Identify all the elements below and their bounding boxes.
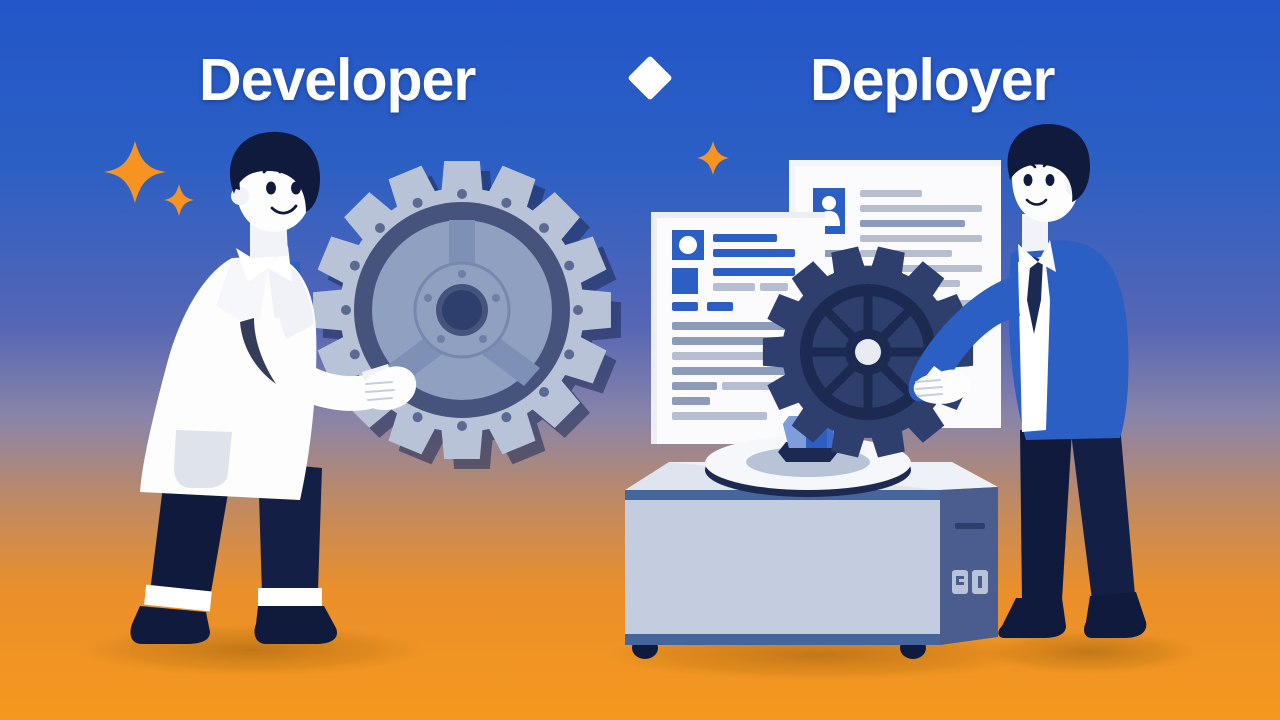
developer-sock-front [258, 588, 322, 608]
sparkle-orange-diamond-right [697, 141, 729, 175]
deployer-shoe-front [1084, 592, 1147, 638]
deployer-collar [1018, 244, 1038, 276]
shadow-deployer [980, 630, 1200, 674]
sparkle-orange-diamond-small [164, 184, 194, 216]
sparkle-orange-diamond-large [104, 141, 166, 203]
machine-side-panel [940, 487, 998, 645]
gear-hub-ring [413, 261, 511, 359]
figure-deployer [908, 124, 1147, 638]
press-machine [625, 416, 998, 659]
developer-eye-right [291, 181, 301, 195]
large-gear [313, 161, 621, 469]
figure-developer [130, 131, 417, 644]
gear-hub-bolts [424, 270, 500, 343]
machine-body [625, 490, 940, 645]
deployer-tie [1027, 256, 1043, 334]
developer-shoe-front [254, 606, 338, 644]
deployer-neck [1022, 214, 1048, 252]
developer-collar [236, 248, 268, 282]
developer-arm-shade [240, 318, 276, 384]
developer-eye-left [266, 181, 276, 195]
deployer-leg-front [1070, 425, 1135, 600]
developer-ear [231, 187, 249, 205]
deployer-hand [913, 369, 971, 404]
deployer-shoe-back [998, 598, 1066, 638]
developer-hand [361, 366, 417, 410]
deployer-leg-back [1020, 430, 1072, 600]
machine-vent [955, 523, 985, 529]
shadow-developer [77, 624, 427, 676]
deployer-eye-right [1045, 174, 1055, 186]
developer-sock-back [144, 584, 212, 612]
sparkle-white-diamond-center [628, 56, 672, 100]
developer-labcoat-pocket [174, 430, 232, 488]
deployer-shirt [1018, 256, 1050, 432]
developer-arm [240, 318, 384, 411]
developer-shoe-back [130, 606, 210, 644]
developer-hair [229, 131, 320, 212]
developer-leg-back [150, 470, 232, 598]
deployer-eye-left [1023, 174, 1033, 186]
machine-control-labels [952, 570, 988, 594]
gear-hub-bore-inner [442, 290, 482, 330]
